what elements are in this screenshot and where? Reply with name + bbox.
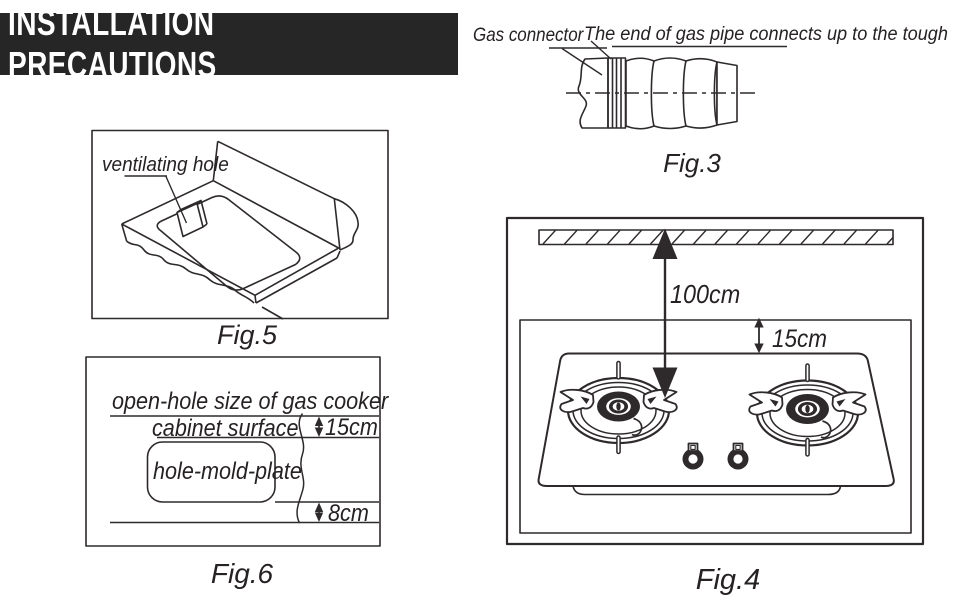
counter-frame [519,319,912,534]
page-title-banner: INSTALLATION PRECAUTIONS [0,2,458,85]
break-curve [296,413,305,524]
torn-edge-right [334,197,359,251]
leader-lines [561,40,612,76]
fig3-gas-connector-label: Gas connector [473,24,584,46]
gas-hose-end [577,57,609,129]
fig5-caption: Fig.5 [216,320,278,350]
fig4-dim-100cm: 100cm [670,279,741,309]
fig4-frame [505,216,925,546]
fig6-caption: Fig.6 [210,558,274,589]
fig6-cabinet-surface-label: cabinet surface [152,415,299,442]
label-underlines [549,45,787,49]
fig6-frame [85,356,381,547]
fig6-open-hole-label: open-hole size of gas cooker [112,388,389,415]
fig5-drawing [91,129,389,320]
stove-panel [537,352,895,487]
fig3-pipe-end-label: The end of gas pipe connects up to the t… [584,23,948,45]
stove-base-tray [572,485,842,496]
fig4-drawing [505,216,925,546]
fig3-drawing [549,40,787,130]
fig6-hole-mold-plate-label: hole-mold-plate [153,458,302,485]
page-title: INSTALLATION PRECAUTIONS [8,2,217,85]
fig6-drawing [85,356,381,547]
fig4-caption: Fig.4 [695,564,761,596]
fig6-dim-8cm: 8cm [328,500,369,527]
pipe-ferrule [607,57,627,129]
hole-mold-plate-shape [146,441,276,503]
fig5-ventilating-hole-label: ventilating hole [102,154,229,176]
fig6-dim-15cm: 15cm [325,414,378,441]
hood-hatching [542,230,893,245]
torn-edge-bottom [126,240,255,304]
fig5-frame [91,129,389,320]
pipe-end-cap [716,61,738,126]
fig3-caption: Fig.3 [663,148,721,178]
fig4-dim-15cm: 15cm [772,325,828,353]
ventilating-hole-leader [124,175,188,224]
ventilating-hole-shape [176,202,204,238]
open-hole-cutout [156,195,301,291]
